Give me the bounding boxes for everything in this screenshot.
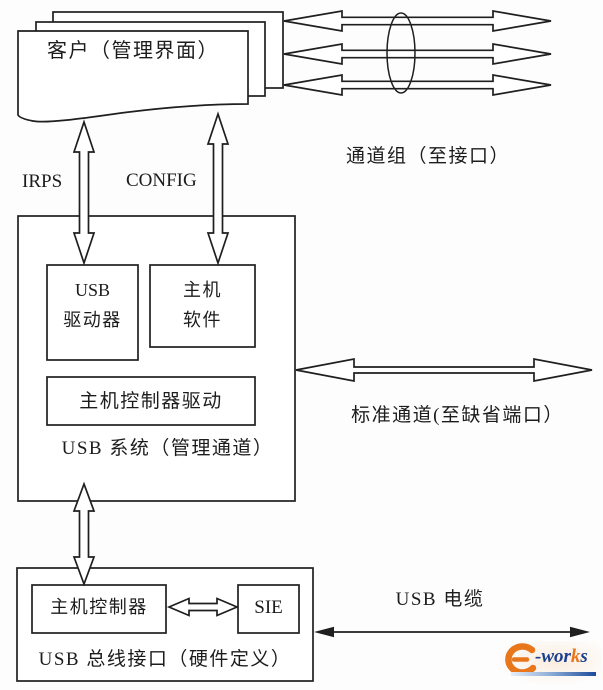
host-software-label-line1: 主机 xyxy=(183,280,222,300)
system-bus-connector-arrow xyxy=(72,481,96,587)
irps-arrow xyxy=(72,119,96,266)
host-software-box xyxy=(149,264,256,348)
sie-box xyxy=(237,584,300,634)
host-software-label-line2: 软件 xyxy=(183,310,222,330)
client-label: 客户（管理界面） xyxy=(47,40,219,62)
config-label: CONFIG xyxy=(126,170,197,191)
eworks-text-part2: k xyxy=(570,646,581,667)
usb-driver-box xyxy=(46,264,139,361)
host-controller-driver-label: 主机控制器驱动 xyxy=(79,391,223,412)
usb-system-label: USB 系统（管理通道） xyxy=(61,438,274,459)
usb-cable-arrowhead-right xyxy=(570,626,590,638)
eworks-logo: -works xyxy=(498,641,602,685)
usb-cable-label: USB 电缆 xyxy=(395,589,485,610)
client-doc-front xyxy=(17,30,249,123)
channel-group-arrow-1 xyxy=(283,9,552,33)
eworks-text-part3: s xyxy=(580,646,588,667)
usb-bus-interface-label: USB 总线接口（硬件定义） xyxy=(38,649,292,670)
host-controller-box xyxy=(31,584,167,634)
standard-channel-arrow xyxy=(295,357,593,383)
usb-cable-arrowhead-left xyxy=(314,626,334,638)
usb-cable-arrow xyxy=(314,626,590,638)
channel-group-arrow-2 xyxy=(283,42,552,66)
usb-driver-label-line2: 驱动器 xyxy=(63,310,122,330)
sie-label: SIE xyxy=(254,597,283,618)
channel-group-label: 通道组（至接口） xyxy=(345,146,510,167)
usb-driver-label-line1: USB xyxy=(74,280,110,300)
host-controller-label: 主机控制器 xyxy=(50,597,148,617)
eworks-text-part1: -wor xyxy=(535,646,571,667)
irps-label: IRPS xyxy=(22,171,63,192)
standard-channel-label: 标准通道(至缺省端口） xyxy=(351,405,564,426)
eworks-logo-underline xyxy=(511,672,596,676)
hc-sie-arrow xyxy=(166,597,240,617)
channel-group-arrow-3 xyxy=(283,73,552,97)
host-controller-driver-box xyxy=(46,376,256,426)
cable-bundle-ellipse-icon xyxy=(386,12,416,94)
config-arrow xyxy=(206,111,230,266)
eworks-logo-text: -works xyxy=(535,646,588,668)
